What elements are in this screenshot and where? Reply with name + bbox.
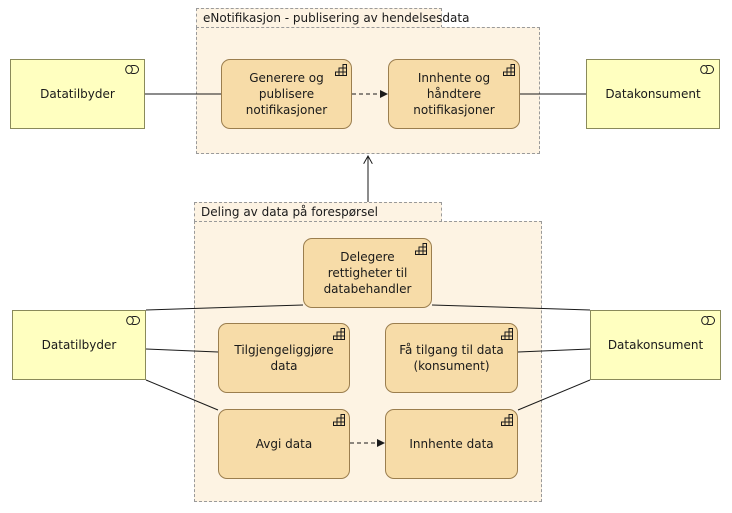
group-tab-enotifikasjon: eNotifikasjon - publisering av hendelses… [196,8,469,28]
business-function-icon [501,414,513,426]
function-innhente-og-handtere[interactable]: Innhente og håndtere notifikasjoner [388,59,520,129]
function-fa-tilgang-til-data[interactable]: Få tilgang til data (konsument) [385,323,518,393]
actor-datatilbyder-top[interactable]: Datatilbyder [10,59,145,129]
function-label: Tilgjengeliggjøre data [234,343,334,373]
group-label-enotifikasjon: eNotifikasjon - publisering av hendelses… [203,11,470,25]
business-function-icon [333,414,345,426]
role-icon [125,65,139,74]
role-icon [701,316,715,325]
actor-datakonsument-bottom[interactable]: Datakonsument [590,310,721,380]
function-label: Delegere rettigheter til databehandler [323,250,412,296]
business-function-icon [333,328,345,340]
business-function-icon [501,328,513,340]
edge-bottom-provider-delegate [145,304,304,311]
business-function-icon [335,64,347,76]
function-innhente-data[interactable]: Innhente data [385,409,518,479]
function-avgi-data[interactable]: Avgi data [218,409,350,479]
edge-delegate-bottom-consumer [431,304,591,311]
actor-label: Datatilbyder [41,338,117,352]
actor-datakonsument-top[interactable]: Datakonsument [586,59,720,129]
role-icon [126,316,140,325]
actor-datatilbyder-bottom[interactable]: Datatilbyder [12,310,146,380]
function-generere-og-publisere[interactable]: Generere og publisere notifikasjoner [221,59,352,129]
function-label: Generere og publisere notifikasjoner [245,71,328,117]
group-tab-deling-av-data: Deling av data på forespørsel [194,202,442,222]
edge-bottom-provider-give-data [145,379,219,411]
business-function-icon [503,64,515,76]
actor-label: Datatilbyder [40,87,115,101]
actor-label: Datakonsument [605,87,701,101]
function-label: Avgi data [255,437,313,451]
role-icon [700,65,714,74]
function-delegere-rettigheter[interactable]: Delegere rettigheter til databehandler [303,238,432,308]
edge-get-access-bottom-consumer [517,348,591,353]
function-tilgjengeliggjore-data[interactable]: Tilgjengeliggjøre data [218,323,350,393]
function-label: Innhente data [409,437,494,451]
function-label: Innhente og håndtere notifikasjoner [413,71,495,117]
business-function-icon [415,243,427,255]
actor-label: Datakonsument [607,338,704,352]
group-label-deling-av-data: Deling av data på forespørsel [201,205,378,219]
function-label: Få tilgang til data (konsument) [399,343,504,373]
edge-bottom-provider-make-available [145,348,219,353]
edge-fetch-data-bottom-consumer [517,379,591,411]
